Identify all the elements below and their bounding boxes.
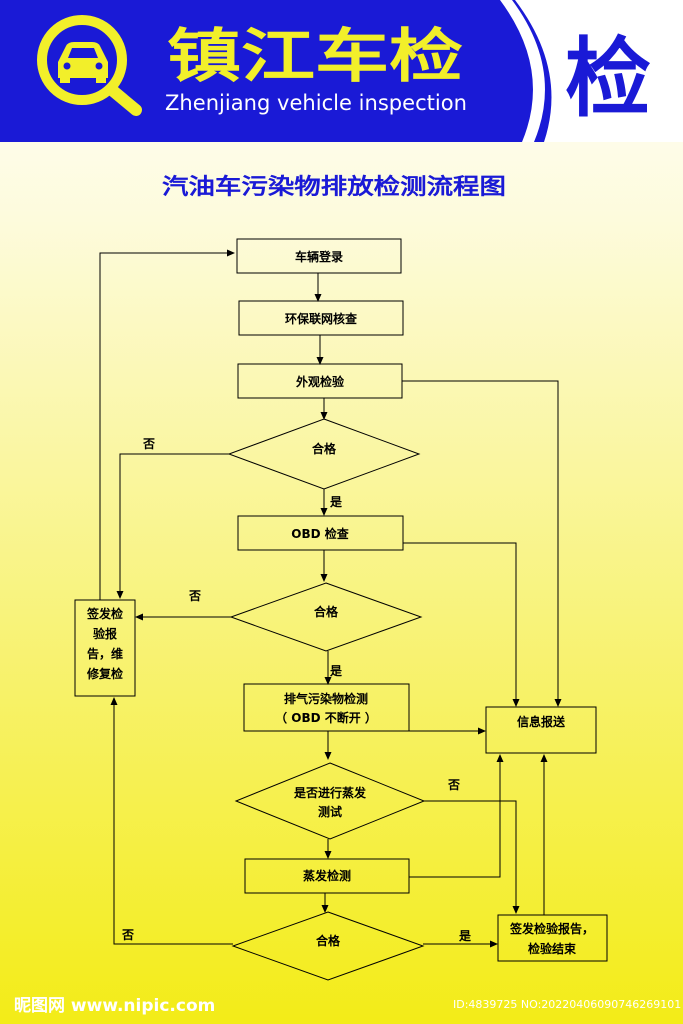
edge-visual-to-report (402, 380, 562, 707)
label-report: 信息报送 (517, 714, 566, 729)
edge-evapq-no-to-end (424, 800, 520, 914)
edge-pass3-no-to-fail (110, 697, 233, 945)
label-emission-2: （ OBD 不断开 ） (275, 710, 377, 725)
node-fail (74, 599, 136, 697)
label-yes-3: 是 (458, 929, 472, 943)
label-network-check: 环保联网核查 (285, 311, 358, 326)
header-white-panel (515, 0, 683, 142)
header-title: 镇江车检 (167, 22, 463, 90)
label-emission-1: 排气污染物检测 (284, 691, 368, 706)
label-pass2: 合格 (314, 604, 339, 619)
label-visual: 外观检验 (296, 374, 345, 389)
edge-labels: 是 否 是 否 否 否 是 (121, 437, 472, 943)
node-pass2 (229, 582, 423, 652)
label-fail-4: 修复检 (86, 666, 123, 681)
node-obd (237, 515, 404, 551)
car-magnifier-icon (37, 15, 142, 116)
node-evap-question (234, 762, 426, 840)
node-labels: 车辆登录 环保联网核查 外观检验 合格 OBD 检查 合格 排气污染物检测 （ … (86, 249, 594, 956)
node-report (485, 706, 597, 754)
label-yes-2: 是 (329, 664, 343, 678)
edge-fail-to-register (99, 249, 235, 600)
label-fail-3: 告，维 (87, 646, 123, 661)
label-evap-question-1: 是否进行蒸发 (293, 785, 367, 800)
edge-obd-to-report (403, 542, 520, 707)
label-evap-question-2: 测试 (318, 804, 342, 819)
node-network-check (238, 300, 404, 336)
label-no-2: 否 (188, 589, 201, 603)
header-subtitle: Zhenjiang vehicle inspection (165, 91, 467, 115)
node-evap (244, 858, 410, 894)
label-fail-2: 验报 (93, 626, 117, 641)
edge-pass1-no-to-fail (116, 453, 229, 599)
watermark-left: 昵图网 www.nipic.com (14, 996, 215, 1016)
header-arc-stripe (500, 0, 545, 142)
label-end-1: 签发检验报告， (509, 921, 594, 936)
label-yes-1: 是 (329, 495, 343, 509)
label-register: 车辆登录 (295, 249, 343, 264)
node-register (236, 238, 402, 274)
header-banner: 镇江车检 Zhenjiang vehicle inspection 检 (0, 0, 683, 142)
node-visual (237, 363, 403, 399)
label-no-evap: 否 (447, 778, 460, 792)
flow-edges (99, 249, 562, 948)
label-no-1: 否 (142, 437, 155, 451)
label-no-3: 否 (121, 928, 134, 942)
node-pass3 (231, 911, 425, 981)
label-end-2: 检验结束 (528, 941, 577, 956)
label-fail-1: 签发检 (86, 606, 123, 621)
label-pass3: 合格 (316, 933, 341, 948)
diagram-title: 汽油车污染物排放检测流程图 (162, 174, 506, 200)
flow-nodes (74, 238, 608, 981)
header-badge-char: 检 (565, 29, 651, 129)
node-pass1 (227, 418, 421, 490)
watermark-right: ID:4839725 NO:20220406090746269101 (453, 998, 681, 1011)
node-end (497, 914, 608, 962)
edge-evap-to-report (409, 754, 504, 878)
node-emission (243, 683, 410, 732)
label-obd: OBD 检查 (291, 526, 349, 541)
label-pass1: 合格 (312, 441, 337, 456)
label-evap: 蒸发检测 (303, 868, 351, 883)
